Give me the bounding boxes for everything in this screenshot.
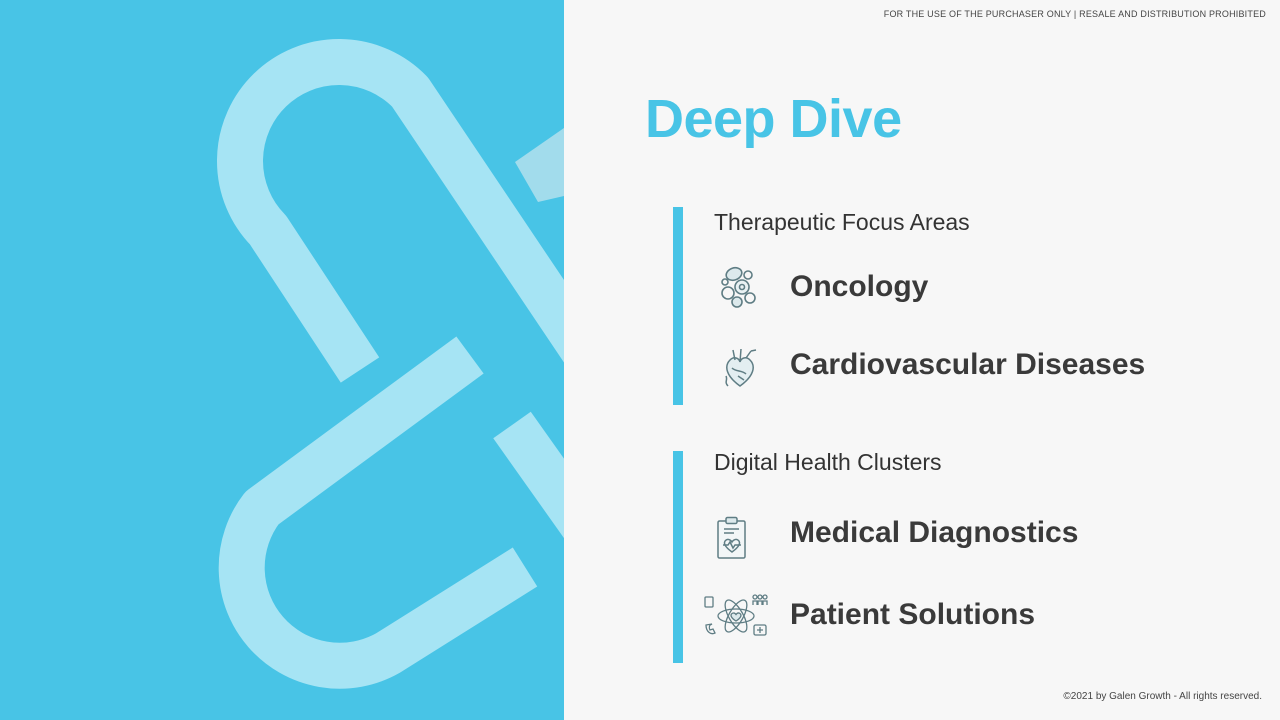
item-medical-diagnostics: Medical Diagnostics: [790, 516, 1079, 549]
atom-care-icon: [702, 592, 770, 645]
copyright-footer: ©2021 by Galen Growth - All rights reser…: [1063, 691, 1262, 702]
disclaimer-text: FOR THE USE OF THE PURCHASER ONLY | RESA…: [883, 9, 1266, 19]
capsule-outline-graphic: [217, 39, 564, 689]
item-patient-solutions: Patient Solutions: [790, 598, 1036, 631]
item-cardiovascular-diseases: Cardiovascular Diseases: [790, 348, 1146, 381]
item-oncology: Oncology: [790, 270, 929, 303]
section-heading-digital-health: Digital Health Clusters: [714, 449, 942, 475]
page-title: Deep Dive: [645, 89, 902, 149]
decorative-panel: [0, 0, 564, 720]
clipboard-heart-icon: [716, 516, 748, 567]
section-heading-therapeutic: Therapeutic Focus Areas: [714, 209, 970, 235]
heart-anatomy-icon: [720, 346, 760, 395]
section-accent-bar: [673, 207, 683, 405]
cells-icon: [718, 265, 758, 316]
section-accent-bar: [673, 451, 683, 663]
